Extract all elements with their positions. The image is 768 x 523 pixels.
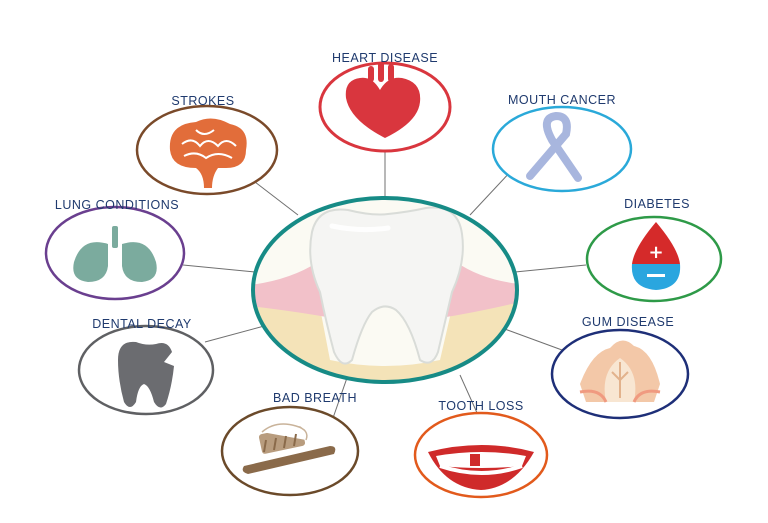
dental-decay-label: DENTAL DECAY — [92, 317, 192, 331]
lung-conditions-label: LUNG CONDITIONS — [54, 198, 180, 212]
dental-decay-node — [77, 324, 215, 416]
mouth-cancer-node — [491, 105, 633, 193]
diabetes-node: + — [585, 215, 723, 303]
bad-breath-node — [220, 405, 360, 497]
lungs-icon — [73, 226, 157, 282]
diabetes-label: DIABETES — [624, 197, 690, 211]
heart-icon — [345, 62, 421, 138]
decayed-tooth-icon — [118, 341, 174, 408]
heart-disease-label: HEART DISEASE — [331, 51, 439, 65]
mouth-cancer-label: MOUTH CANCER — [507, 93, 617, 107]
toothbrush-icon — [242, 423, 336, 474]
brain-icon — [169, 118, 247, 188]
gum-disease-label: GUM DISEASE — [581, 315, 675, 329]
strokes-label: STROKES — [171, 94, 235, 108]
connector-lines — [182, 150, 587, 419]
gums-icon — [579, 340, 661, 403]
awareness-ribbon-icon — [526, 111, 582, 182]
tooth-loss-node — [413, 411, 549, 499]
tooth-loss-label: TOOTH LOSS — [438, 399, 524, 413]
svg-text:+: + — [648, 242, 663, 263]
gum-disease-node — [550, 328, 690, 420]
bad-breath-label: BAD BREATH — [273, 391, 357, 405]
strokes-node — [135, 104, 279, 196]
center-tooth — [251, 196, 519, 384]
heart-disease-node — [318, 61, 452, 153]
blood-drop-icon: + — [631, 222, 681, 290]
lung-conditions-node — [44, 205, 186, 301]
smile-missing-tooth-icon — [428, 445, 534, 490]
